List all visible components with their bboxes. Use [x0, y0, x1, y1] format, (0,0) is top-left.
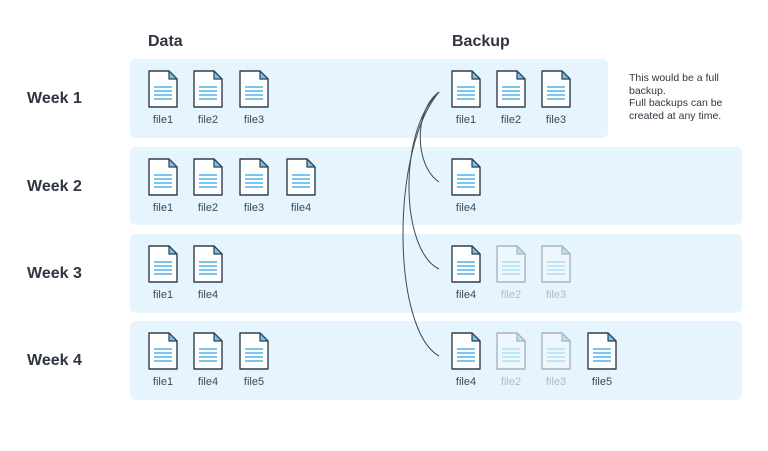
backup-file[interactable]: file5 [582, 332, 622, 396]
file-name: file2 [500, 376, 522, 388]
data-column-header: Data [148, 33, 183, 50]
data-file[interactable]: file3 [234, 158, 274, 222]
document-icon [234, 158, 274, 196]
backup-file[interactable]: file3 [536, 70, 576, 134]
file-name: file2 [500, 114, 522, 126]
document-icon [234, 332, 274, 370]
data-file[interactable]: file1 [143, 158, 183, 222]
backup-file-reference[interactable]: file3 [536, 332, 576, 396]
file-name: file4 [290, 202, 312, 214]
document-icon [188, 332, 228, 370]
file-name: file3 [243, 114, 265, 126]
data-file[interactable]: file5 [234, 332, 274, 396]
file-name: file1 [152, 114, 174, 126]
data-file[interactable]: file4 [281, 158, 321, 222]
document-icon [536, 332, 576, 370]
document-icon [491, 332, 531, 370]
document-icon [143, 158, 183, 196]
data-file[interactable]: file2 [188, 158, 228, 222]
week-label-3: Week 3 [27, 265, 82, 282]
file-name: file3 [545, 114, 567, 126]
document-icon [536, 70, 576, 108]
file-name: file2 [500, 289, 522, 301]
document-icon [582, 332, 622, 370]
file-name: file4 [455, 289, 477, 301]
week2-band [130, 147, 742, 225]
document-icon [188, 70, 228, 108]
document-icon [143, 70, 183, 108]
file-name: file5 [243, 376, 265, 388]
week3-band [130, 234, 742, 313]
data-file[interactable]: file4 [188, 245, 228, 309]
full-backup-note: This would be a full backup. Full backup… [629, 72, 722, 122]
data-file[interactable]: file1 [143, 332, 183, 396]
file-name: file1 [455, 114, 477, 126]
document-icon [491, 70, 531, 108]
document-icon [446, 332, 486, 370]
backup-column-header: Backup [452, 33, 510, 50]
document-icon [188, 245, 228, 283]
backup-file[interactable]: file1 [446, 70, 486, 134]
file-name: file3 [243, 202, 265, 214]
file-name: file1 [152, 376, 174, 388]
backup-file-reference[interactable]: file2 [491, 245, 531, 309]
document-icon [536, 245, 576, 283]
data-file[interactable]: file1 [143, 70, 183, 134]
file-name: file5 [591, 376, 613, 388]
note-line: backup. [629, 84, 666, 97]
document-icon [446, 245, 486, 283]
week4-band [130, 321, 742, 400]
backup-file[interactable]: file4 [446, 158, 486, 222]
data-file[interactable]: file2 [188, 70, 228, 134]
data-file[interactable]: file1 [143, 245, 183, 309]
file-name: file4 [197, 376, 219, 388]
note-line: Full backups can be [629, 97, 723, 109]
week-label-4: Week 4 [27, 352, 82, 369]
document-icon [188, 158, 228, 196]
file-name: file1 [152, 202, 174, 214]
week-label-1: Week 1 [27, 90, 82, 107]
file-name: file3 [545, 376, 567, 388]
note-line: created at any time. [629, 109, 722, 122]
document-icon [446, 70, 486, 108]
file-name: file3 [545, 289, 567, 301]
backup-file-reference[interactable]: file2 [491, 332, 531, 396]
file-name: file4 [455, 376, 477, 388]
file-name: file4 [455, 202, 477, 214]
file-name: file2 [197, 114, 219, 126]
backup-file-reference[interactable]: file3 [536, 245, 576, 309]
document-icon [446, 158, 486, 196]
link-week1-week4 [402, 91, 440, 357]
file-name: file1 [152, 289, 174, 301]
document-icon [143, 332, 183, 370]
document-icon [491, 245, 531, 283]
backup-file[interactable]: file2 [491, 70, 531, 134]
note-line: This would be a full [629, 72, 719, 84]
backup-file[interactable]: file4 [446, 332, 486, 396]
backup-file[interactable]: file4 [446, 245, 486, 309]
week-label-2: Week 2 [27, 178, 82, 195]
file-name: file4 [197, 289, 219, 301]
document-icon [281, 158, 321, 196]
link-week1-week3 [408, 91, 440, 270]
document-icon [234, 70, 274, 108]
data-file[interactable]: file4 [188, 332, 228, 396]
document-icon [143, 245, 183, 283]
file-name: file2 [197, 202, 219, 214]
data-file[interactable]: file3 [234, 70, 274, 134]
